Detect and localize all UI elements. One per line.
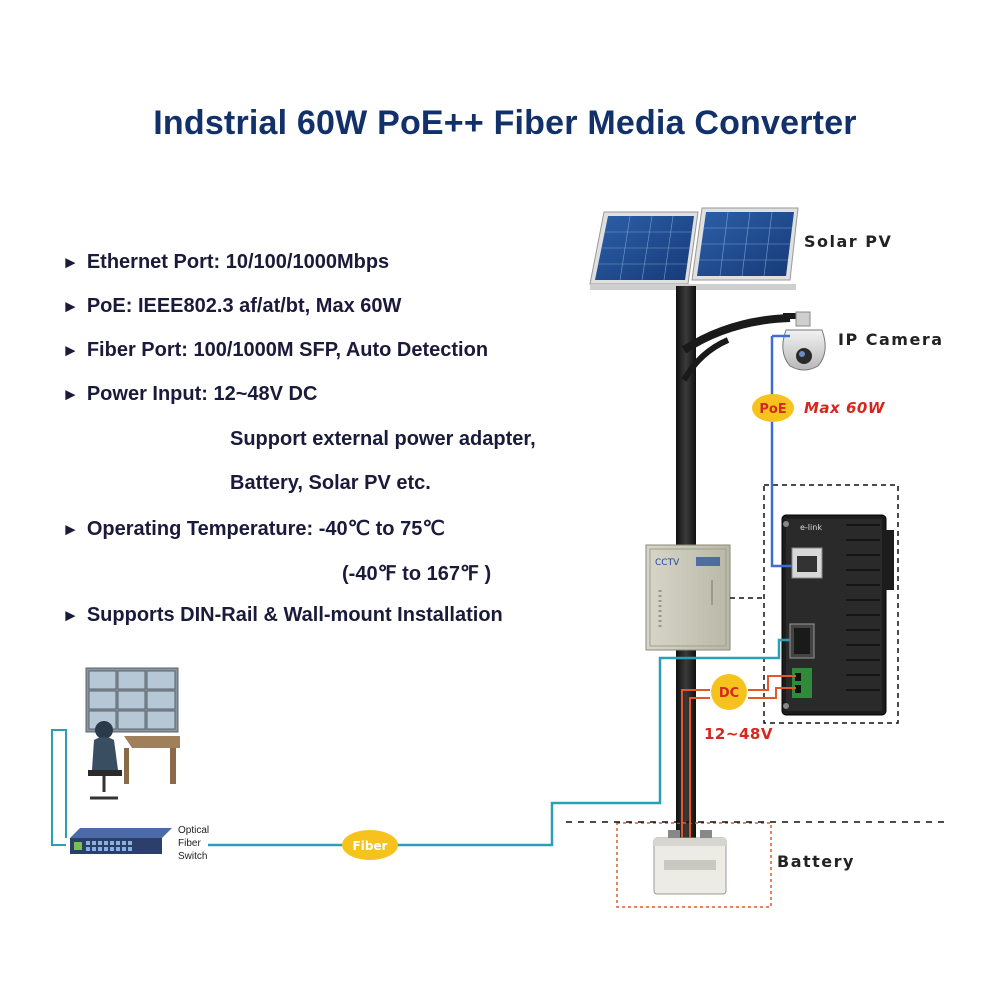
- station-link-line: [51, 729, 67, 846]
- power-note-battery: Battery, Solar PV etc.: [230, 472, 431, 494]
- bullet-arrow-icon: ►: [62, 253, 79, 272]
- switch-label: Optical Fiber Switch: [178, 825, 210, 862]
- battery-icon: [653, 830, 727, 895]
- ip-camera-label: IP Camera: [838, 330, 944, 349]
- svg-text:PoE: PoE: [759, 402, 786, 417]
- bullet-arrow-icon: ►: [62, 297, 79, 316]
- device-brand: e-link: [800, 523, 822, 532]
- media-converter-icon: e-link: [781, 514, 894, 716]
- svg-text:Fiber: Fiber: [353, 839, 388, 853]
- solar-panel-icon: [589, 207, 799, 290]
- dc-cable: [681, 675, 796, 838]
- page-title: Indstrial 60W PoE++ Fiber Media Converte…: [153, 104, 857, 142]
- max-power-label: Max 60W: [804, 399, 885, 417]
- cctv-cabinet-icon: CCTV: [645, 544, 731, 651]
- fiber-cable: [208, 638, 790, 847]
- svg-text:DC: DC: [719, 686, 739, 701]
- bullet-arrow-icon: ►: [62, 341, 79, 360]
- poe-badge: PoE: [752, 394, 794, 422]
- feature-temperature: ►Operating Temperature: -40℃ to 75℃: [62, 518, 445, 540]
- fiber-badge: Fiber: [342, 830, 398, 860]
- bullet-arrow-icon: ►: [62, 520, 79, 539]
- dc-badge: DC: [711, 674, 747, 710]
- bullet-arrow-icon: ►: [62, 385, 79, 404]
- ip-camera-icon: [782, 311, 826, 371]
- monitoring-station-icon: [85, 667, 180, 800]
- power-note-adapter: Support external power adapter,: [230, 428, 536, 450]
- voltage-label: 12~48V: [704, 725, 773, 743]
- battery-label: Battery: [777, 852, 855, 871]
- converter-enclosure: [763, 484, 899, 724]
- cabinet-label: CCTV: [655, 558, 680, 568]
- feature-power-input: ►Power Input: 12~48V DC: [62, 383, 318, 405]
- feature-poe: ►PoE: IEEE802.3 af/at/bt, Max 60W: [62, 295, 402, 317]
- bullet-arrow-icon: ►: [62, 606, 79, 625]
- temperature-fahrenheit: (-40℉ to 167℉ ): [342, 563, 492, 585]
- fiber-switch-icon: [70, 828, 172, 854]
- battery-dashed-box: [616, 822, 772, 908]
- solar-pv-label: Solar PV: [804, 232, 893, 251]
- feature-mounting: ►Supports DIN-Rail & Wall-mount Installa…: [62, 604, 503, 626]
- feature-ethernet: ►Ethernet Port: 10/100/1000Mbps: [62, 251, 390, 273]
- feature-fiber-port: ►Fiber Port: 100/1000M SFP, Auto Detecti…: [62, 339, 489, 361]
